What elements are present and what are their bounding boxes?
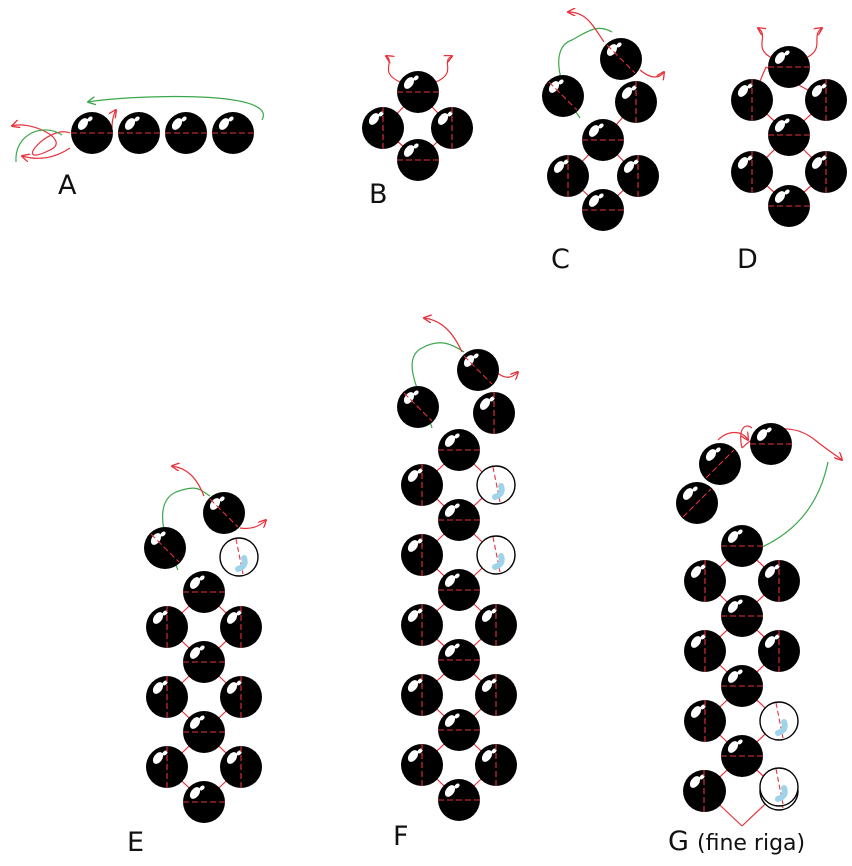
bead-e-left-3 (146, 746, 188, 788)
bead-b-top (397, 71, 439, 113)
bead-b-right (431, 107, 473, 149)
bead-f-right-3 (475, 604, 517, 646)
bead-g-top (750, 423, 792, 465)
bead-g-upper-2 (699, 443, 741, 485)
bead-g-left-3 (684, 700, 726, 742)
bead-g-center-1 (721, 525, 763, 567)
label-step-g-note: (fine riga) (697, 831, 805, 856)
bead-d-bottom (768, 185, 810, 227)
bead-c-upper-left (542, 75, 584, 117)
label-step-f: F (393, 821, 409, 852)
bead-d-r1 (805, 79, 847, 121)
thread-red-d1 (758, 28, 773, 59)
label-step-d: D (737, 244, 758, 275)
bead-e-left-1 (146, 606, 188, 648)
bead-a-2 (118, 112, 160, 154)
empty-bead-g-bottom (759, 767, 799, 807)
bead-c-right (617, 155, 659, 197)
thread-red-a2 (22, 147, 71, 158)
bead-g-right-2 (758, 630, 800, 672)
empty-bead-g-3 (759, 701, 799, 741)
bead-g-upper-1 (676, 482, 718, 524)
bead-f-top (457, 349, 499, 391)
bead-c-top (600, 38, 642, 80)
thread-green-a (88, 95, 264, 121)
beads-layer (71, 38, 847, 823)
bead-e-right-2 (220, 676, 262, 718)
thread-red-a3 (112, 110, 116, 129)
empty-bead-f-1 (476, 465, 516, 505)
thread-red-a1 (12, 125, 71, 156)
bead-f-center-5 (438, 709, 480, 751)
bead-e-right-3 (220, 746, 262, 788)
label-step-a: A (58, 170, 77, 201)
bead-f-right-4 (475, 674, 517, 716)
bead-e-bottom (183, 781, 225, 823)
bead-f-upper-right (473, 392, 515, 434)
thread-red-f2 (495, 372, 518, 377)
bead-d-r2 (805, 151, 847, 193)
bead-c-center (582, 119, 624, 161)
thread-red-d2 (805, 28, 822, 59)
empty-bead-f-2 (476, 535, 516, 575)
bead-e-left-2 (146, 676, 188, 718)
empty-bead-e (219, 537, 259, 577)
thread-red-e1 (172, 466, 205, 497)
bead-g-bottom-left (683, 770, 725, 812)
bead-e-center-3 (183, 711, 225, 753)
label-step-b: B (369, 179, 388, 210)
label-step-e: E (127, 827, 144, 858)
thread-green-g (759, 461, 829, 549)
bead-c-left (547, 155, 589, 197)
bead-f-center-1 (438, 429, 480, 471)
bead-a-1 (71, 112, 113, 154)
bead-e-upper-left (144, 527, 186, 569)
thread-red-e2 (239, 520, 266, 530)
bead-f-right-5 (475, 744, 517, 786)
bead-d-l1 (731, 79, 773, 121)
bead-g-center-4 (721, 735, 763, 777)
bead-f-left-3 (401, 604, 443, 646)
bead-g-center-2 (721, 595, 763, 637)
thread-red-g3 (717, 433, 748, 441)
bead-e-top (203, 492, 245, 534)
bead-f-left-1 (401, 464, 443, 506)
label-step-g: G (668, 826, 689, 857)
bead-b-left (362, 107, 404, 149)
bead-c-upper-right (615, 81, 657, 123)
bead-d-top (768, 46, 810, 88)
bead-f-upper-left (397, 386, 439, 428)
thread-red-f1 (424, 318, 463, 353)
thread-green-a2 (15, 129, 63, 163)
bead-d-l2 (731, 151, 773, 193)
bead-c-bottom (582, 189, 624, 231)
thread-red-c2 (639, 69, 664, 77)
step-labels: A B C D E F G (fine riga) (58, 170, 805, 858)
bead-f-left-4 (401, 674, 443, 716)
thread-red-c1 (568, 12, 605, 43)
bead-g-left-2 (684, 630, 726, 672)
label-step-c: C (551, 244, 570, 275)
bead-f-left-5 (401, 744, 443, 786)
bead-a-3 (165, 112, 207, 154)
bead-f-center-3 (438, 569, 480, 611)
thread-red-b1 (386, 56, 401, 83)
thread-red-b2 (435, 56, 452, 83)
bead-d-center (768, 114, 810, 156)
bead-g-right-1 (758, 560, 800, 602)
bead-b-bottom (397, 139, 439, 181)
bead-f-bottom (438, 779, 480, 821)
bead-g-center-3 (721, 665, 763, 707)
bead-e-center-1 (183, 571, 225, 613)
bead-e-right-1 (220, 606, 262, 648)
bead-f-left-2 (401, 534, 443, 576)
bead-g-left-1 (684, 560, 726, 602)
bead-a-4 (212, 112, 254, 154)
bead-e-center-2 (183, 641, 225, 683)
bead-f-center-2 (438, 499, 480, 541)
bead-f-center-4 (438, 639, 480, 681)
thread-red-g2 (740, 425, 753, 449)
